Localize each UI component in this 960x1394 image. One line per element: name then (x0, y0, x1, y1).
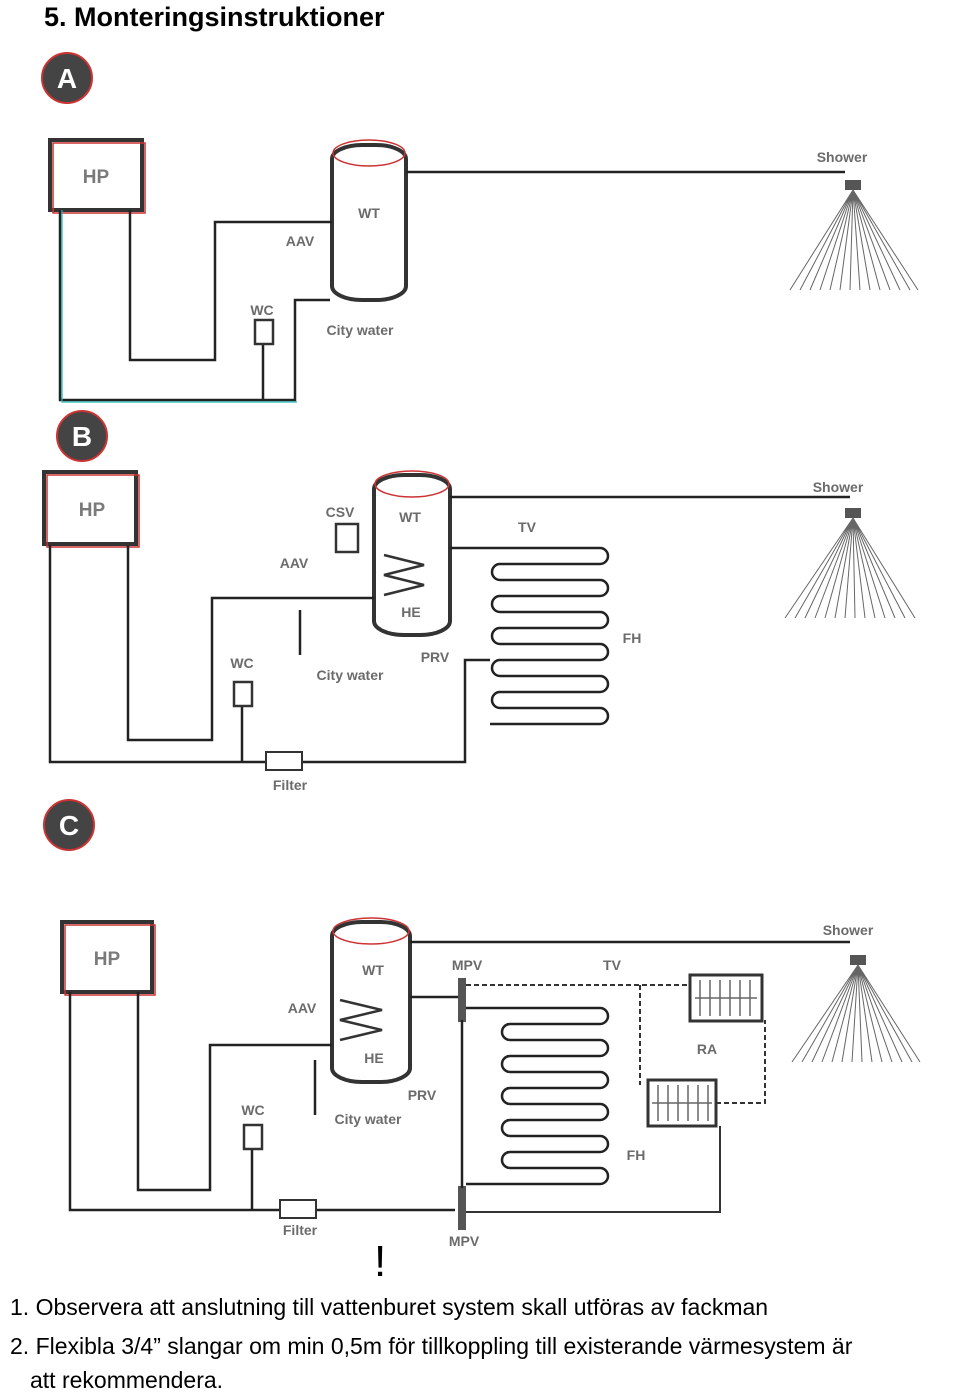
label-prv-b: PRV (421, 649, 450, 665)
svg-text:A: A (57, 63, 77, 94)
water-tank-a: WT (330, 139, 408, 302)
water-tank-b: WT HE (372, 470, 452, 637)
label-hp: HP (83, 167, 110, 188)
label-wc-c: WC (241, 1102, 264, 1118)
label-hp-c: HP (94, 949, 121, 970)
label-shower-c: Shower (823, 922, 874, 938)
label-hp-b: HP (79, 500, 106, 521)
label-city-water-c: City water (335, 1111, 402, 1127)
label-wc-b: WC (230, 655, 253, 671)
section-badge-b: B (56, 410, 108, 462)
label-city-water-b: City water (317, 667, 384, 683)
page-title: 5. Monteringsinstruktioner (44, 2, 385, 32)
svg-text:C: C (59, 810, 79, 841)
note-1: 1. Observera att anslutning till vattenb… (10, 1294, 769, 1320)
label-tv-c: TV (603, 957, 622, 973)
label-wt-c: WT (362, 962, 384, 978)
label-shower-a: Shower (817, 149, 868, 165)
label-wt: WT (358, 205, 380, 221)
heat-pump-b: HP (42, 470, 140, 548)
label-he-b: HE (401, 604, 420, 620)
label-mpv-bottom-c: MPV (449, 1233, 480, 1249)
label-fh-c: FH (627, 1147, 646, 1163)
heat-pump-c: HP (60, 920, 156, 996)
label-shower-b: Shower (813, 479, 864, 495)
shower-a: Shower (789, 149, 919, 291)
label-filter-c: Filter (283, 1222, 318, 1238)
label-wt-b: WT (399, 509, 421, 525)
label-tv-b: TV (518, 519, 537, 535)
warning-exclamation: ! (374, 1237, 387, 1286)
section-badge-c: C (43, 799, 95, 851)
label-aav-c: AAV (288, 1000, 317, 1016)
diagram-c: C HP WT HE (43, 799, 921, 1249)
label-he-c: HE (364, 1050, 383, 1066)
label-city-water-a: City water (327, 322, 394, 338)
label-ra-c: RA (697, 1041, 717, 1057)
note-2: 2. Flexibla 3/4” slangar om min 0,5m för… (10, 1333, 853, 1359)
label-wc-a: WC (250, 302, 273, 318)
installation-diagrams: A HP WT WC AAV City water (41, 52, 921, 1249)
label-mpv-top-c: MPV (452, 957, 483, 973)
shower-c: Shower (791, 922, 921, 1063)
svg-text:B: B (72, 421, 92, 452)
label-prv-c: PRV (408, 1087, 437, 1103)
shower-b: Shower (784, 479, 916, 619)
water-tank-c: WT HE (330, 917, 412, 1084)
section-badge-a: A (41, 52, 93, 104)
label-filter-b: Filter (273, 777, 308, 793)
diagram-b: B HP WT HE CS (42, 410, 916, 793)
heat-pump-a: HP (48, 138, 146, 214)
label-aav-a: AAV (286, 233, 315, 249)
label-fh-b: FH (623, 630, 642, 646)
label-aav-b: AAV (280, 555, 309, 571)
diagram-a: A HP WT WC AAV City water (41, 52, 919, 403)
note-2-continued: att rekommendera. (30, 1367, 224, 1393)
label-csv-b: CSV (326, 504, 355, 520)
